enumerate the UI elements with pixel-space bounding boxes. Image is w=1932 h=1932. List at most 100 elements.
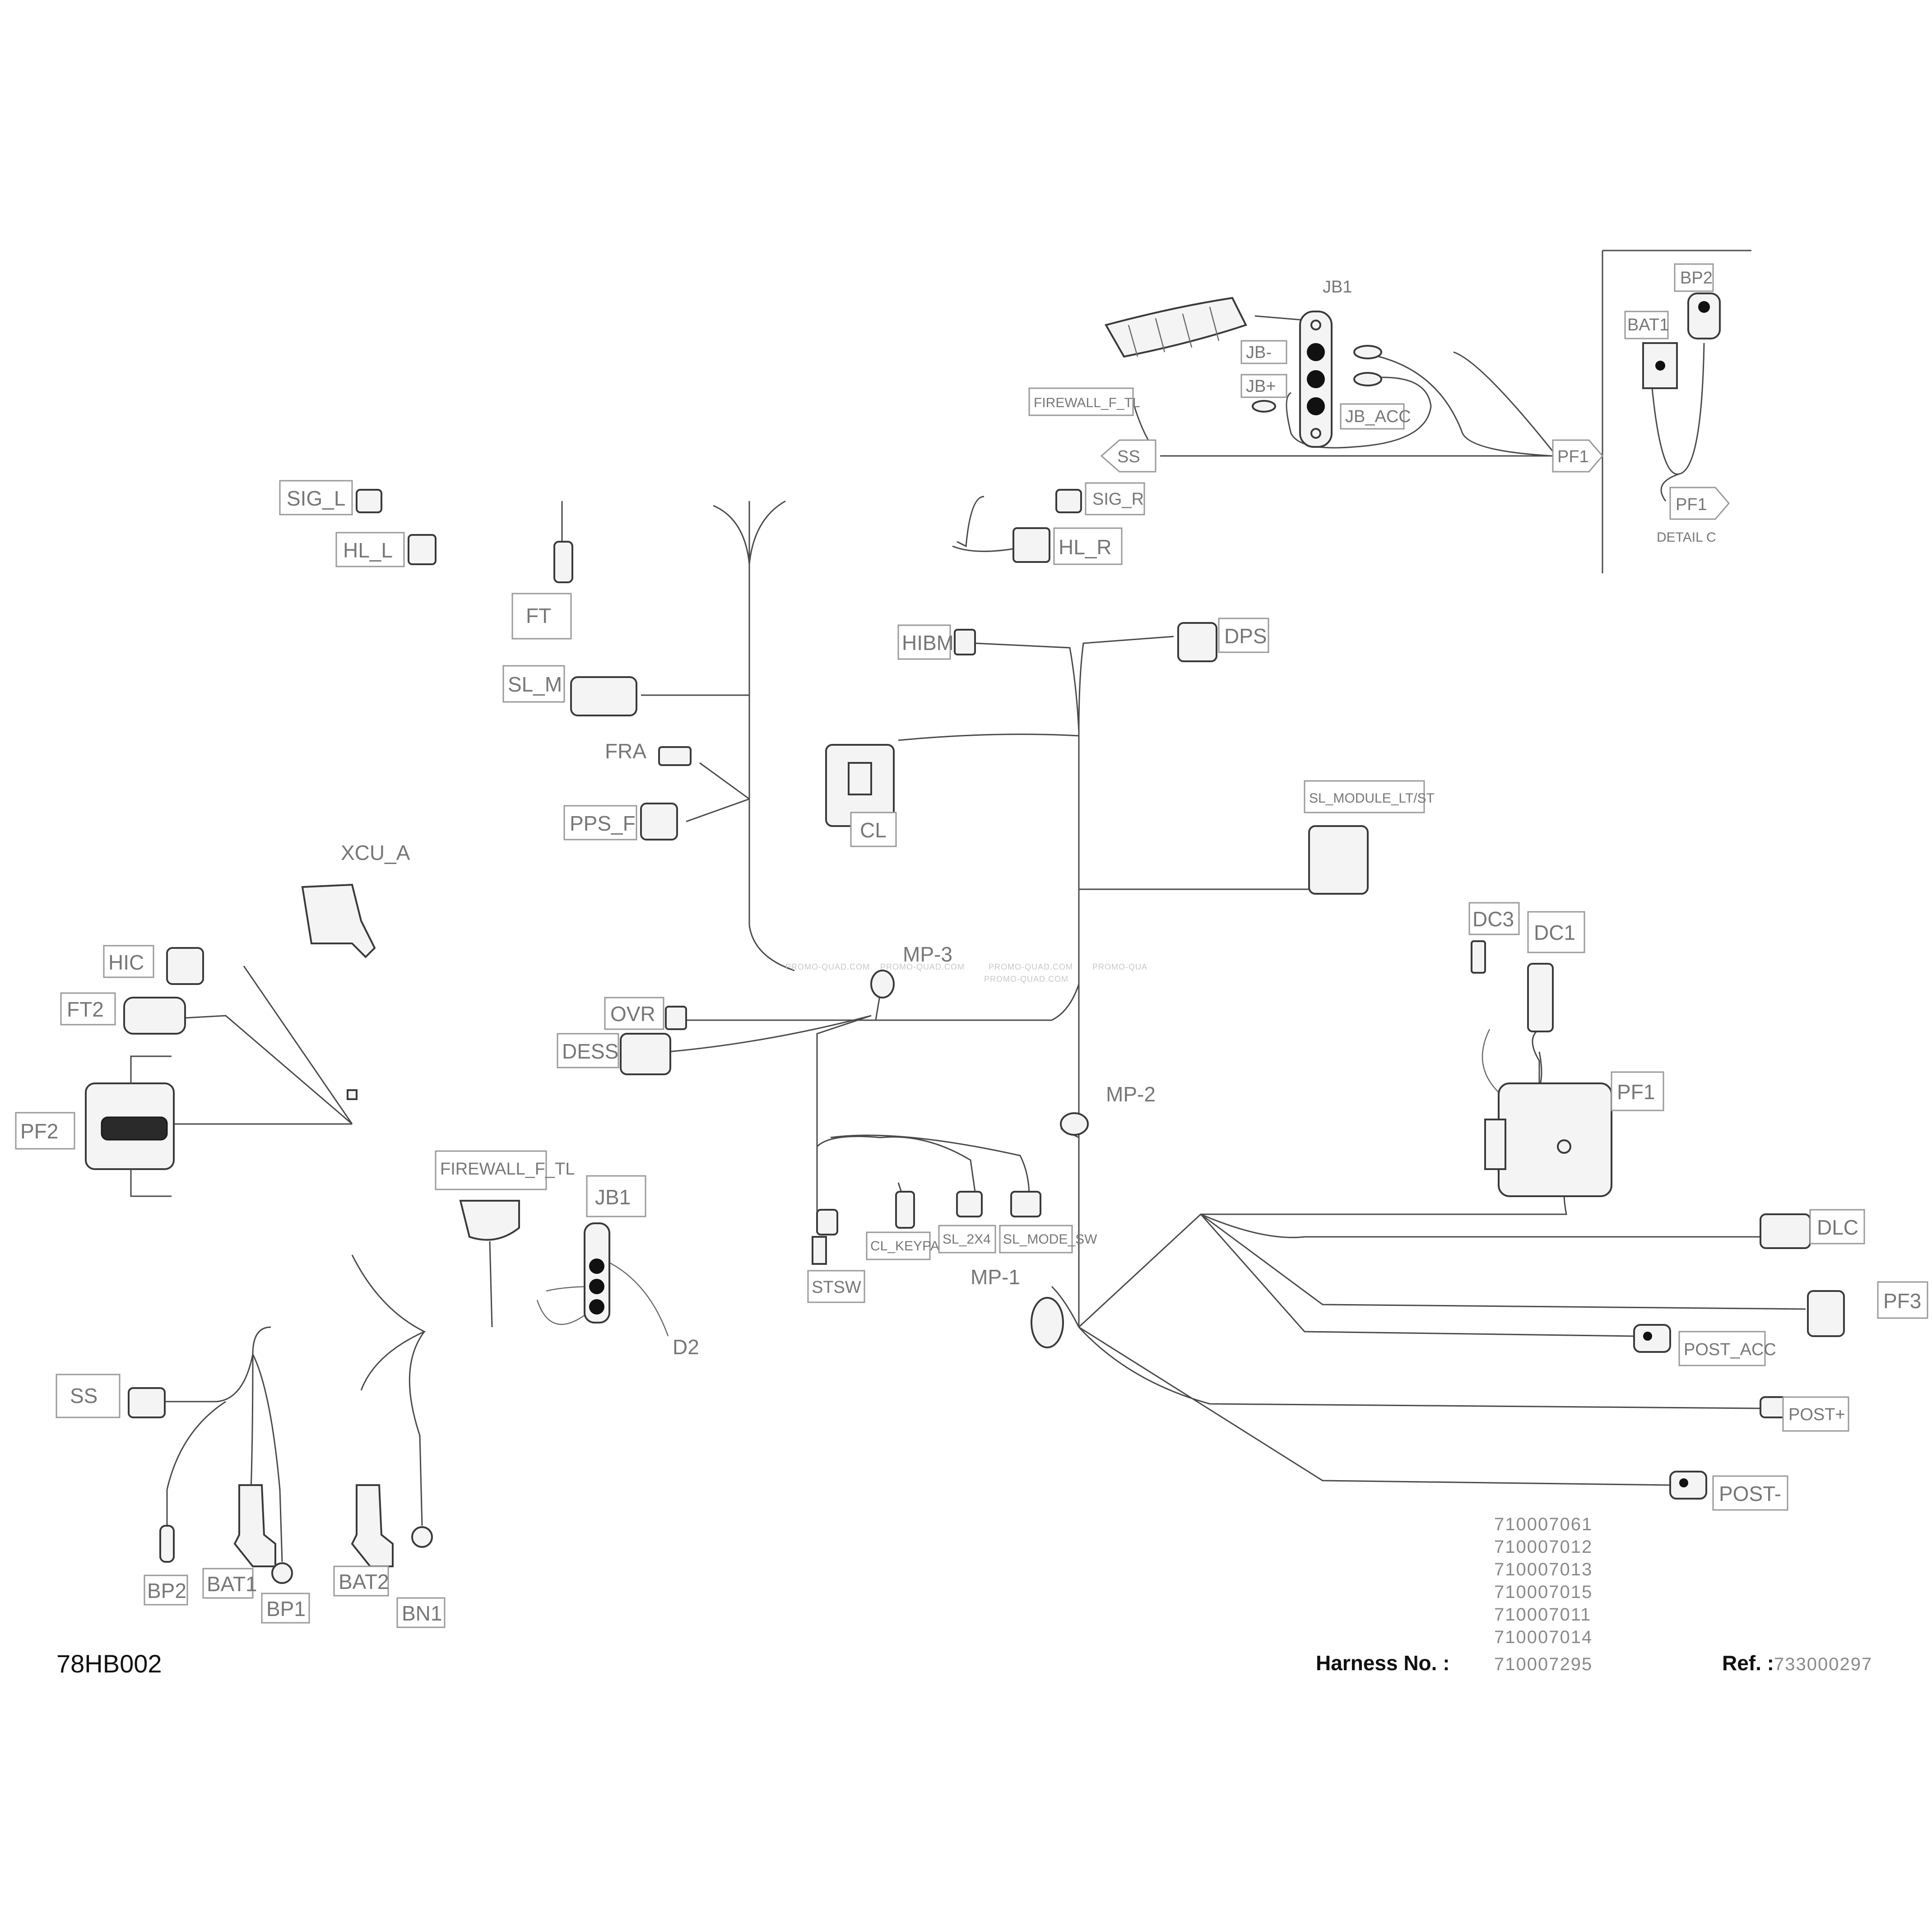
ovr-label: OVR [610, 1002, 655, 1026]
mp3-label: MP-3 [903, 943, 952, 966]
pf1-fuse-box [1498, 1082, 1612, 1197]
hl-r-label: HL_R [1059, 535, 1112, 559]
firewall-bottom-connector [459, 1200, 520, 1241]
dc1-label: DC1 [1534, 921, 1575, 944]
bp2-terminal [159, 1525, 175, 1563]
post-plus-label: POST+ [1788, 1405, 1845, 1424]
mp2-clip [1060, 1112, 1089, 1136]
bp2-detail-label: BP2 [1680, 269, 1713, 288]
harness-number: 710007015 [1494, 1582, 1593, 1602]
watermark-3: PROMO-QUAD.COM [989, 962, 1073, 971]
bat1-terminal [233, 1484, 276, 1567]
pf1-mid-label: PF1 [1617, 1080, 1655, 1104]
sl-mode-sw-label: SL_MODE_SW [1003, 1232, 1097, 1247]
drawing-number: 78HB002 [56, 1649, 162, 1678]
ss-connector [128, 1387, 166, 1418]
jb1-bottom-label: JB1 [595, 1185, 631, 1209]
cl-keypad-connector [895, 1191, 915, 1229]
bp2-detail-terminal [1687, 293, 1721, 339]
watermark-1: PROMO-QUAD.COM [785, 962, 870, 971]
ring-terminal-icon [1353, 345, 1382, 359]
harness-number: 710007014 [1494, 1627, 1593, 1647]
harness-number: 710007013 [1494, 1560, 1593, 1579]
dlc-label: DLC [1817, 1216, 1858, 1239]
ss-top-label: SS [1117, 447, 1140, 466]
pf3-label: PF3 [1883, 1289, 1921, 1313]
sl-m-label: SL_M [508, 673, 562, 696]
pf3-connector [1807, 1290, 1845, 1337]
ft-label: FT [526, 604, 551, 627]
left-connectors: XCU_A HIC FT2 PF2 [15, 841, 410, 1197]
sig-r-connector [1055, 489, 1082, 513]
sl-module-connector [1308, 825, 1369, 895]
jb-plus-stud [1307, 370, 1325, 388]
bp1-label: BP1 [266, 1597, 306, 1621]
ft2-label: FT2 [67, 998, 104, 1021]
watermark-4: PROMO-QUAD.COM [984, 975, 1068, 984]
jb-acc-label: JB_ACC [1345, 407, 1411, 426]
harness-number: 710007295 [1494, 1654, 1593, 1674]
mp1-label: MP-1 [971, 1265, 1020, 1289]
ft-connector [553, 541, 573, 583]
title-block: 78HB002 Harness No. : 710007061 71000701… [56, 1514, 1872, 1678]
pps-f-connector [640, 803, 678, 841]
watermark-5: PROMO-QUA [1092, 962, 1147, 971]
jb-acc-stud [1307, 397, 1325, 415]
stsw-connector [816, 1209, 838, 1235]
dps-connector [1177, 622, 1217, 662]
sig-r-label: SIG_R [1092, 490, 1144, 509]
dess-label: DESS [562, 1040, 618, 1063]
hl-l-connector [408, 534, 437, 565]
jb-minus-stud [1307, 343, 1325, 361]
post-minus-terminal [1669, 1471, 1707, 1500]
dc3-connector [1471, 940, 1486, 974]
sig-l-label: SIG_L [287, 487, 345, 510]
fra-connector [658, 746, 692, 766]
cl-keypad-label: CL_KEYPAD [870, 1239, 949, 1254]
hic-connector [166, 947, 204, 985]
dess-connector [620, 1033, 671, 1075]
ring-terminal-icon [1353, 372, 1382, 386]
sl-m-connector [570, 676, 637, 716]
lower-left-connectors: SS BP2 BAT1 BP1 BAT2 BN1 [56, 1374, 446, 1628]
sl-2x4-label: SL_2X4 [943, 1232, 991, 1247]
bn1-label: BN1 [402, 1602, 442, 1625]
post-acc-label: POST_ACC [1684, 1340, 1776, 1359]
ground-clip [347, 1089, 358, 1100]
right-connectors: DC3 DC1 PF1 DLC PF3 POST_ACC POST+ POST- [1468, 902, 1928, 1511]
ss-bottom-label: SS [70, 1384, 98, 1407]
detail-c-label: DETAIL C [1657, 530, 1716, 545]
sl-mode-sw-connector [1010, 1191, 1041, 1217]
center-connectors: PROMO-QUAD.COM PROMO-QUAD.COM PROMO-QUAD… [435, 943, 1156, 1359]
jb1-boot [1104, 297, 1247, 358]
dps-label: DPS [1224, 624, 1267, 648]
cl-label: CL [860, 818, 887, 842]
pf1-detail-label: PF1 [1676, 495, 1707, 514]
jb-plus-label: JB+ [1246, 377, 1276, 396]
dc1-connector [1527, 963, 1554, 1032]
ref-value: 733000297 [1774, 1654, 1872, 1674]
pf1-top-label: PF1 [1557, 447, 1589, 466]
hic-label: HIC [108, 951, 144, 974]
ft2-connector [123, 997, 186, 1035]
pf2-label: PF2 [20, 1119, 58, 1143]
watermark-row: PROMO-QUAD.COM PROMO-QUAD.COM PROMO-QUAD… [785, 962, 1147, 984]
jb1-top-group: JB1 JB- JB+ JB_ACC FIREWALL_F_TL SS PF1 [1028, 278, 1603, 473]
bp1-ring-icon [271, 1562, 293, 1584]
fra-label: FRA [605, 739, 646, 763]
mp3-clip [870, 970, 895, 999]
pps-f-label: PPS_F [570, 812, 636, 835]
bat1-bottom-label: BAT1 [207, 1572, 257, 1596]
mp2-label: MP-2 [1106, 1082, 1156, 1106]
hibm-connector [954, 629, 976, 655]
hibm-label: HIBM [902, 631, 954, 655]
post-acc-terminal [1633, 1324, 1671, 1353]
hl-l-label: HL_L [343, 539, 393, 562]
bp2-bottom-label: BP2 [147, 1579, 186, 1602]
detail-c-group: BP2 BAT1 PF1 DETAIL C [1624, 263, 1730, 545]
sig-l-connector [356, 489, 382, 513]
firewall-bottom-label: FIREWALL_F_TL [440, 1160, 575, 1179]
ovr-connector [665, 1006, 687, 1030]
bat2-terminal [351, 1484, 394, 1567]
